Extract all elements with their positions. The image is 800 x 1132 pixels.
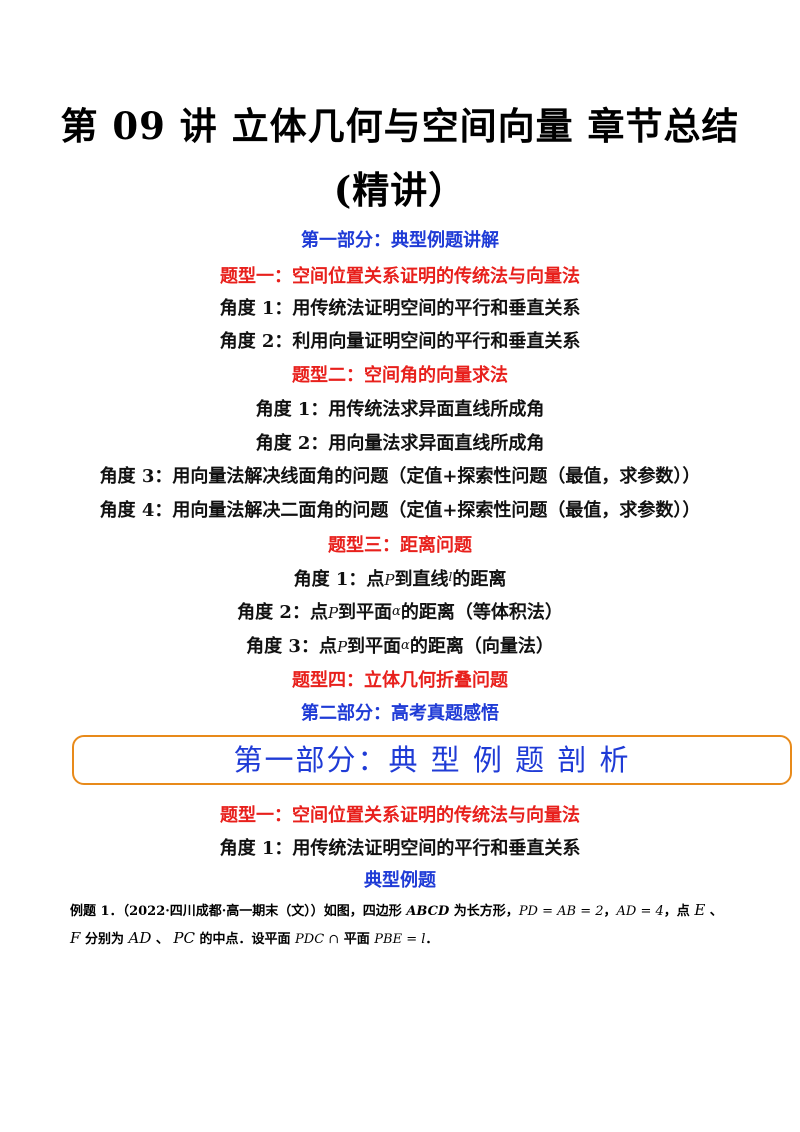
point-p-symbol: P [328,604,338,622]
toc-type3-angle3-text-c: 的距离（向量法） [410,636,554,657]
toc-type3-angle3-text-b: 到平面 [347,636,401,657]
toc-type1: 题型一：空间位置关系证明的传统法与向量法 [0,262,800,288]
toc-type1-angle2: 角度 2：利用向量证明空间的平行和垂直关系 [0,327,800,353]
example1-text: ， [604,904,617,919]
point-p-symbol: P [337,638,347,656]
point-e-symbol: E [694,901,705,919]
toc-type3-angle3: 角度 3：点P到平面α的距离（向量法） [0,632,800,658]
toc-type3-angle2-text-a: 角度 2：点 [237,602,328,623]
example1-text: ． [425,932,438,947]
toc-type3-angle2-text-b: 到平面 [338,602,392,623]
math-expression: PDC ∩ [295,932,339,947]
point-p-symbol: P [384,571,394,589]
rect-label: ABCD [406,904,449,919]
toc-type3-angle2: 角度 2：点P到平面α的距离（等体积法） [0,598,800,624]
toc-type3-angle1: 角度 1：点P到直线l的距离 [0,565,800,591]
example1-text: 、 [151,932,173,947]
toc-part1: 第一部分：典型例题讲解 [0,226,800,252]
toc-type4: 题型四：立体几何折叠问题 [0,666,800,692]
toc-type2-angle1: 角度 1：用传统法求异面直线所成角 [0,395,800,421]
example1-line2: F 分别为 AD 、 PC 的中点．设平面 PDC ∩ 平面 PBE = l． [70,928,760,947]
toc-type3-angle1-text-c: 的距离 [452,569,506,590]
segment-pc: PC [173,929,195,947]
example1-text: ，点 [664,904,695,919]
examples-heading: 典型例题 [0,866,800,892]
example1-text: 、 [705,904,723,919]
point-f-symbol: F [70,929,80,947]
plane-alpha-symbol: α [401,638,410,653]
document-title: 第 09 讲 立体几何与空间向量 章节总结 [0,96,800,150]
example1-text: 的中点．设平面 [195,932,295,947]
toc-part2: 第二部分：高考真题感悟 [0,699,800,725]
section-angle1-heading: 角度 1：用传统法证明空间的平行和垂直关系 [0,834,800,860]
toc-type3-angle3-text-a: 角度 3：点 [246,636,337,657]
toc-type1-angle1: 角度 1：用传统法证明空间的平行和垂直关系 [0,294,800,320]
plane-alpha-symbol: α [392,604,401,619]
section-banner: 第一部分：典 型 例 题 剖 析 [72,735,792,785]
example1-text: 为长方形， [449,904,519,919]
example1-text: 平面 [339,932,374,947]
example1-text: 分别为 [80,932,128,947]
toc-type2-angle4: 角度 4：用向量法解决二面角的问题（定值+探索性问题（最值，求参数）） [0,496,800,522]
section-type1-heading: 题型一：空间位置关系证明的传统法与向量法 [0,801,800,827]
math-expression: AD = 4 [617,904,664,919]
document-subtitle: (精讲） [0,160,800,214]
math-expression: PD = AB = 2 [519,904,604,919]
math-expression: PBE = l [374,932,425,947]
toc-type2-angle3: 角度 3：用向量法解决线面角的问题（定值+探索性问题（最值，求参数）） [0,462,800,488]
example1-line1: 例题 1．（2022·四川成都·高一期末（文））如图，四边形 ABCD 为长方形… [70,900,760,919]
toc-type3-angle1-text-b: 到直线 [395,569,449,590]
toc-type3: 题型三：距离问题 [0,531,800,557]
toc-type3-angle2-text-c: 的距离（等体积法） [401,602,563,623]
toc-type2: 题型二：空间角的向量求法 [0,361,800,387]
toc-type2-angle2: 角度 2：用向量法求异面直线所成角 [0,429,800,455]
segment-ad: AD [128,929,151,947]
toc-type3-angle1-text-a: 角度 1：点 [294,569,385,590]
example1-text: 例题 1．（2022·四川成都·高一期末（文））如图，四边形 [70,904,406,919]
